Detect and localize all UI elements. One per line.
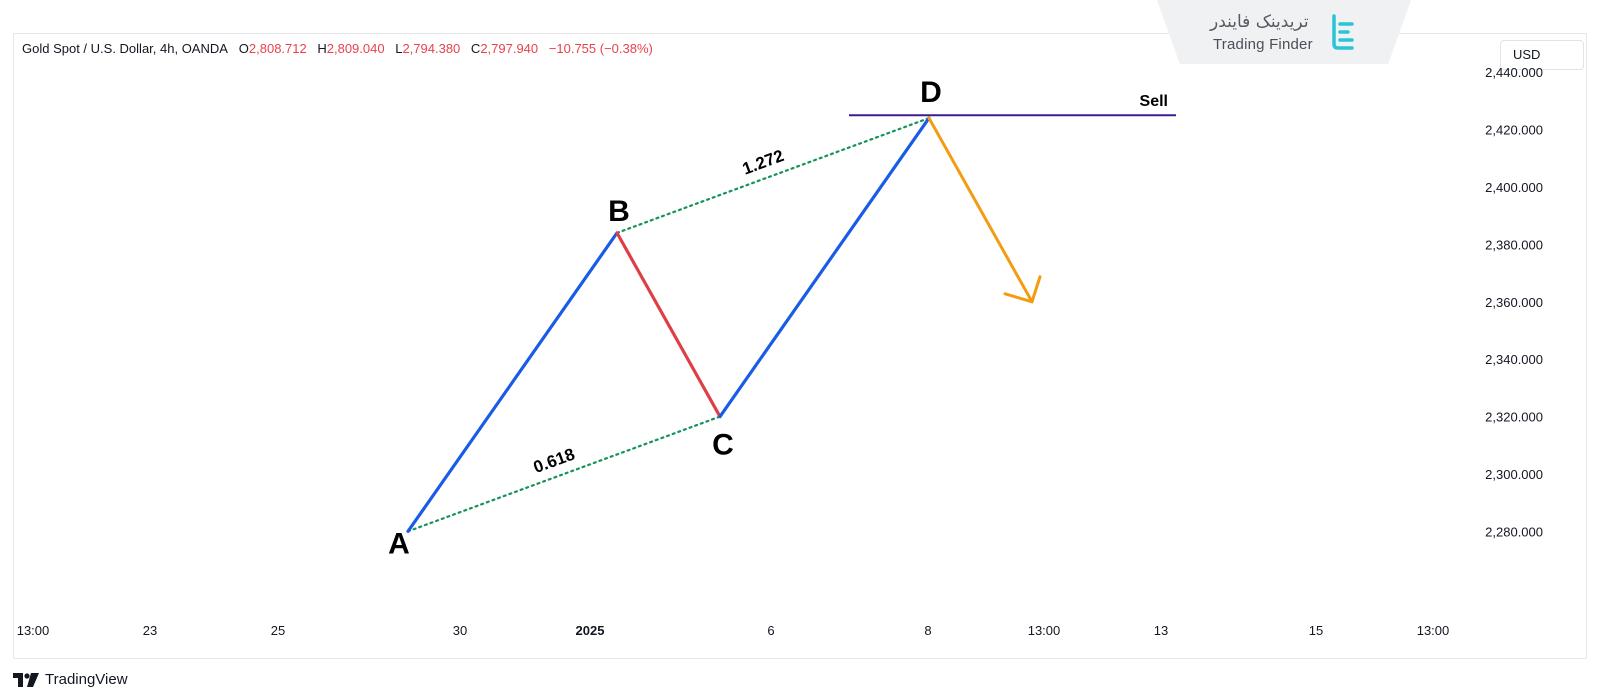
ratio-label: 1.272 bbox=[740, 146, 786, 179]
y-tick-label: 2,280.000 bbox=[1485, 524, 1543, 539]
trading-finder-logo-icon bbox=[1332, 14, 1354, 50]
high-value: 2,809.040 bbox=[326, 41, 385, 56]
y-tick-label: 2,400.000 bbox=[1485, 180, 1543, 195]
close-value: 2,797.940 bbox=[480, 41, 539, 56]
projection-line bbox=[927, 116, 1034, 304]
symbol-title: Gold Spot / U.S. Dollar, 4h, OANDA bbox=[22, 41, 228, 56]
projection-arrow bbox=[927, 116, 1042, 304]
y-tick-label: 2,300.000 bbox=[1485, 467, 1543, 482]
point-label-a: A bbox=[388, 527, 410, 560]
sell-level: Sell bbox=[849, 93, 1176, 117]
y-tick-label: 2,320.000 bbox=[1485, 410, 1543, 425]
point-label-b: B bbox=[608, 195, 630, 228]
open-value: 2,808.712 bbox=[248, 41, 307, 56]
point-label-c: C bbox=[712, 429, 734, 462]
leg-cd bbox=[718, 116, 931, 419]
y-tick-label: 2,380.000 bbox=[1485, 237, 1543, 252]
tradingview-logo-icon bbox=[13, 672, 39, 687]
x-tick-label: 13:00 bbox=[1417, 623, 1450, 638]
ratio-line bbox=[406, 415, 722, 533]
chart-frame bbox=[13, 33, 1587, 659]
y-tick-label: 2,360.000 bbox=[1485, 295, 1543, 310]
close-key: C bbox=[470, 41, 481, 56]
low-key: L bbox=[395, 41, 403, 56]
brand-watermark bbox=[1157, 0, 1411, 64]
tradingview-footer[interactable]: TradingView bbox=[13, 671, 128, 688]
y-tick-label: 2,440.000 bbox=[1485, 65, 1543, 80]
x-tick-label: 25 bbox=[271, 623, 285, 638]
y-tick-label: 2,420.000 bbox=[1485, 123, 1543, 138]
tradingview-label: TradingView bbox=[45, 671, 128, 688]
x-tick-label: 13:00 bbox=[17, 623, 50, 638]
high-key: H bbox=[317, 41, 327, 56]
point-label-d: D bbox=[920, 76, 942, 109]
x-tick-label: 13:00 bbox=[1028, 623, 1061, 638]
low-value: 2,794.380 bbox=[402, 41, 461, 56]
x-tick-label: 13 bbox=[1154, 623, 1168, 638]
leg-bc bbox=[615, 231, 722, 419]
x-tick-label: 15 bbox=[1309, 623, 1323, 638]
projection-arrowhead bbox=[1003, 275, 1042, 304]
brand-name-fa: تریدینک فایندر bbox=[1210, 12, 1309, 32]
change-value: −10.755 (−0.38%) bbox=[548, 41, 653, 56]
x-tick-label: 23 bbox=[143, 623, 157, 638]
sell-label: Sell bbox=[1140, 93, 1168, 110]
x-tick-label: 30 bbox=[453, 623, 467, 638]
x-tick-label: 2025 bbox=[576, 623, 605, 638]
pattern-legs bbox=[406, 116, 931, 533]
ratio-label: 0.618 bbox=[531, 445, 577, 478]
leg-ab bbox=[406, 231, 619, 533]
price-axis: 2,280.000 2,300.000 2,320.000 2,340.000 2,36… bbox=[1485, 65, 1543, 539]
pattern-point-labels: A B C D bbox=[388, 76, 942, 560]
time-axis: 13:00 23 25 30 2025 6 8 13:00 13 15 13:00 bbox=[17, 623, 1450, 638]
open-key: O bbox=[238, 41, 249, 56]
ratio-line bbox=[615, 116, 931, 234]
x-tick-label: 8 bbox=[924, 623, 931, 638]
ohlc-header: Gold Spot / U.S. Dollar, 4h, OANDA O2,80… bbox=[22, 41, 653, 56]
x-tick-label: 6 bbox=[767, 623, 774, 638]
brand-name-en: Trading Finder bbox=[1213, 36, 1313, 53]
y-tick-label: 2,340.000 bbox=[1485, 352, 1543, 367]
currency-button[interactable]: USD bbox=[1500, 40, 1584, 70]
